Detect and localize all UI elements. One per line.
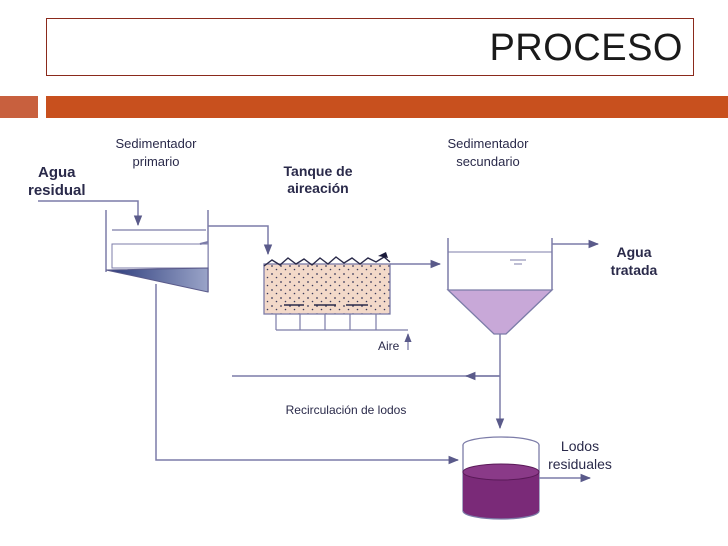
- agua-tratada-label-2: tratada: [611, 262, 658, 278]
- sludge-tank: [462, 436, 540, 520]
- primary-sludge-line: [155, 284, 460, 465]
- recirculacion-label: Recirculación de lodos: [286, 403, 407, 417]
- aire-label: Aire: [378, 339, 400, 353]
- tanque-aireacion-label-2: aireación: [287, 180, 348, 196]
- sedimentador-secundario-label-1: Sedimentador: [448, 136, 530, 151]
- sedimentador-primario-label-2: primario: [133, 154, 180, 169]
- agua-residual-label-1: Agua: [38, 164, 76, 181]
- sedimentador-secundario-label-2: secundario: [456, 154, 520, 169]
- secondary-settler: [446, 238, 554, 335]
- lodos-residuales-label-1: Lodos: [561, 438, 599, 454]
- primary-settler: [105, 210, 209, 293]
- agua-residual-label-2: residual: [28, 182, 86, 199]
- title-box: PROCESO: [46, 18, 694, 76]
- slide-title: PROCESO: [489, 27, 683, 69]
- lodos-residuales-label-2: residuales: [548, 456, 612, 472]
- accent-bar-left: [0, 96, 38, 118]
- accent-bar-right: [46, 96, 728, 118]
- sedimentador-primario-label-1: Sedimentador: [116, 136, 198, 151]
- aeration-tank: [263, 252, 408, 331]
- tanque-aireacion-label-1: Tanque de: [284, 163, 353, 179]
- inflow-arrow: [38, 200, 143, 227]
- primary-to-aeration-arrow: [208, 225, 273, 256]
- agua-tratada-label-1: Agua: [617, 244, 652, 260]
